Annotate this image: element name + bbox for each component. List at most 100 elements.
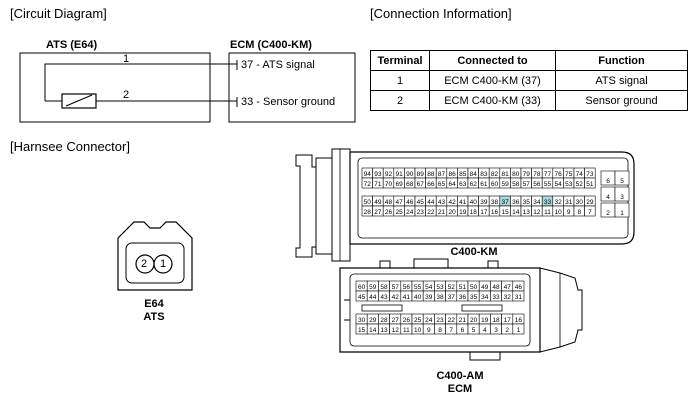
c400km-pin-label: 47 (395, 199, 403, 206)
c400am-pin-label: 5 (472, 327, 476, 334)
c400am-pin-label: 11 (403, 327, 410, 334)
connection-info-table: Terminal Connected to Function 1 ECM C40… (370, 50, 688, 111)
table-cell: 1 (370, 70, 430, 91)
c400km-pin-label: 1 (620, 210, 624, 217)
c400km-pin-label: 79 (523, 171, 531, 178)
connection-info-heading: [Connection Information] (370, 6, 512, 21)
c400am-pin-label: 48 (492, 284, 500, 291)
c400am-pin-label: 31 (515, 294, 523, 301)
c400km-pin-label: 68 (406, 181, 414, 188)
ecm-label: ECM (447, 383, 473, 395)
c400km-pin-label: 73 (586, 171, 594, 178)
table-cell: ECM C400-KM (37) (429, 70, 556, 91)
c400km-pin-label: 54 (554, 181, 562, 188)
c400am-pin-label: 33 (492, 294, 500, 301)
c400km-pin-label: 5 (620, 178, 624, 185)
c400km-pin-label: 37 (501, 199, 509, 206)
c400am-pin-label: 50 (470, 284, 478, 291)
c400am-pin-label: 13 (380, 327, 388, 334)
c400km-pin-label: 70 (385, 181, 393, 188)
c400am-pin-label: 17 (504, 317, 512, 324)
ecm-component-label: ECM (C400-KM) (230, 39, 312, 51)
c400am-pin-label: 34 (481, 294, 489, 301)
c400km-pin-label: 14 (512, 209, 520, 216)
c400km-pin-label: 34 (533, 199, 541, 206)
c400km-pin-label: 29 (586, 199, 594, 206)
c400km-pin-label: 13 (523, 209, 531, 216)
c400km-pin-label: 77 (544, 171, 552, 178)
c400am-pin-label: 54 (425, 284, 433, 291)
c400am-pin-label: 47 (504, 284, 512, 291)
c400am-pin-label: 10 (414, 327, 422, 334)
c400km-pin-label: 52 (576, 181, 584, 188)
c400km-pin-label: 45 (417, 199, 425, 206)
c400am-pin-label: 38 (436, 294, 444, 301)
c400am-pin-label: 18 (492, 317, 500, 324)
c400km-pin-label: 53 (565, 181, 573, 188)
c400km-pin-label: 82 (491, 171, 499, 178)
c400am-pin-label: 32 (504, 294, 512, 301)
table-header: Terminal (370, 50, 430, 71)
c400km-pin-label: 48 (385, 199, 393, 206)
c400km-pin-label: 51 (586, 181, 594, 188)
c400km-pin-label: 55 (544, 181, 552, 188)
c400km-pin-cell (614, 186, 630, 202)
c400am-pin-label: 9 (427, 327, 431, 334)
c400am-pin-label: 40 (414, 294, 422, 301)
c400am-pin-label: 51 (459, 284, 467, 291)
c400am-pin-label: 8 (438, 327, 442, 334)
c400km-pin-label: 21 (438, 209, 446, 216)
c400km-pin-label: 28 (364, 209, 372, 216)
c400km-pin-label: 15 (501, 209, 509, 216)
c400km-pin-label: 31 (565, 199, 573, 206)
c400km-pin-label: 61 (480, 181, 488, 188)
c400km-pin-label: 33 (544, 199, 552, 206)
c400am-pin-label: 29 (369, 317, 377, 324)
table-header: Function (555, 50, 688, 71)
c400am-pin-label: 55 (414, 284, 422, 291)
c400km-pin-label: 12 (533, 209, 541, 216)
c400am-pin-label: 37 (448, 294, 456, 301)
c400km-pin-label: 60 (491, 181, 499, 188)
c400km-pin-label: 64 (448, 181, 456, 188)
c400am-pin-label: 45 (358, 294, 366, 301)
c400km-pin-label: 22 (427, 209, 435, 216)
table-cell: ATS signal (555, 70, 688, 91)
c400km-pin-label: 4 (606, 194, 610, 201)
c400am-pin-label: 15 (358, 327, 366, 334)
c400am-pin-label: 25 (414, 317, 422, 324)
c400km-pin-label: 58 (512, 181, 520, 188)
c400km-pin-label: 72 (364, 181, 372, 188)
c400km-pin-label: 6 (606, 178, 610, 185)
c400km-pin-label: 78 (533, 171, 541, 178)
table-cell: ECM C400-KM (33) (429, 90, 556, 111)
c400am-pin-label: 52 (448, 284, 456, 291)
c400km-pin-label: 86 (448, 171, 456, 178)
c400km-pin-label: 11 (544, 209, 551, 216)
c400am-pin-label: 26 (403, 317, 411, 324)
c400km-pin-label: 75 (565, 171, 573, 178)
ecm-box (228, 52, 356, 123)
c400km-pin-label: 90 (406, 171, 414, 178)
c400km-pin-label: 24 (406, 209, 414, 216)
wire-1-label: 1 (123, 53, 130, 65)
c400am-label: C400-AM (436, 370, 484, 382)
c400km-pin-label: 66 (427, 181, 435, 188)
c400km-pin-label: 80 (512, 171, 520, 178)
c400km-pin-label: 59 (501, 181, 509, 188)
c400km-pin-label: 41 (459, 199, 467, 206)
c400km-pin-cell (584, 177, 596, 189)
c400am-pin-label: 59 (369, 284, 377, 291)
pin-33-label: 33 - Sensor ground (241, 96, 336, 108)
c400km-pin-label: 46 (406, 199, 414, 206)
c400km-pin-label: 63 (459, 181, 467, 188)
c400am-pin-label: 19 (481, 317, 489, 324)
c400km-pin-label: 57 (523, 181, 531, 188)
e64-connector (117, 221, 193, 291)
c400km-label: C400-KM (450, 246, 498, 258)
c400km-pin-label: 10 (554, 209, 562, 216)
c400am-pin-label: 57 (392, 284, 400, 291)
wire-1 (44, 63, 237, 101)
c400am-pin-label: 2 (505, 327, 509, 334)
